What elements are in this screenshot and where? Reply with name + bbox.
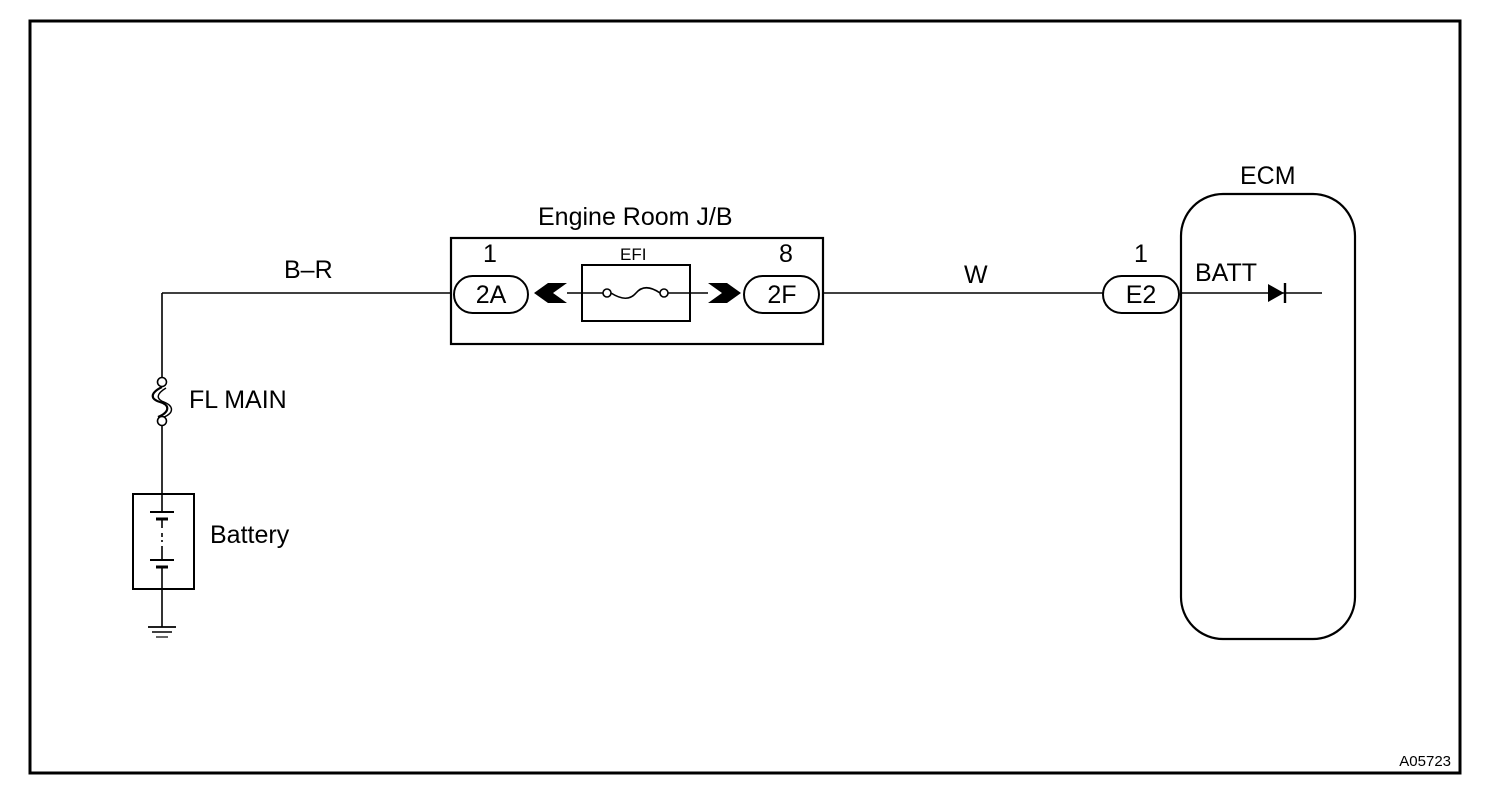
connector-left-arrow-icon	[534, 283, 567, 303]
junction-left-pin: 1	[483, 240, 497, 268]
diagram-frame	[28, 19, 1462, 775]
ecm-title: ECM	[1240, 162, 1296, 190]
ecm-pin: 1	[1134, 240, 1148, 268]
connector-right-arrow-icon	[708, 283, 741, 303]
junction-block-box	[449, 236, 825, 346]
battery-box	[132, 493, 195, 590]
batt-terminal-label: BATT	[1195, 259, 1257, 287]
diode-icon	[1268, 283, 1287, 303]
fuse-icon	[602, 286, 669, 300]
connector-2a	[453, 275, 529, 314]
fl-main-label: FL MAIN	[189, 386, 287, 414]
connector-e2-label: E2	[1126, 281, 1157, 309]
wire-w-label: W	[964, 261, 988, 289]
ecm-unit: ECM 1 E2 BATT	[1102, 162, 1357, 641]
junction-block-title: Engine Room J/B	[538, 203, 733, 231]
wire-b-r-label: B–R	[284, 256, 333, 284]
connector-2a-label: 2A	[476, 281, 507, 309]
ecm-box	[1179, 192, 1357, 641]
engine-room-junction-block: Engine Room J/B 1 2A EFI 8 2F	[449, 203, 825, 346]
connector-2f-label: 2F	[767, 281, 796, 309]
battery-circuit: FL MAIN Battery	[132, 293, 290, 638]
junction-right-pin: 8	[779, 240, 793, 268]
battery-icon	[150, 494, 174, 589]
ground-icon	[148, 626, 176, 638]
efi-fuse-label: EFI	[620, 245, 646, 264]
figure-code: A05723	[1399, 753, 1451, 770]
battery-label: Battery	[210, 521, 290, 549]
connector-e2	[1102, 275, 1180, 314]
fusible-link-icon	[151, 376, 173, 427]
connector-2f	[743, 275, 820, 314]
